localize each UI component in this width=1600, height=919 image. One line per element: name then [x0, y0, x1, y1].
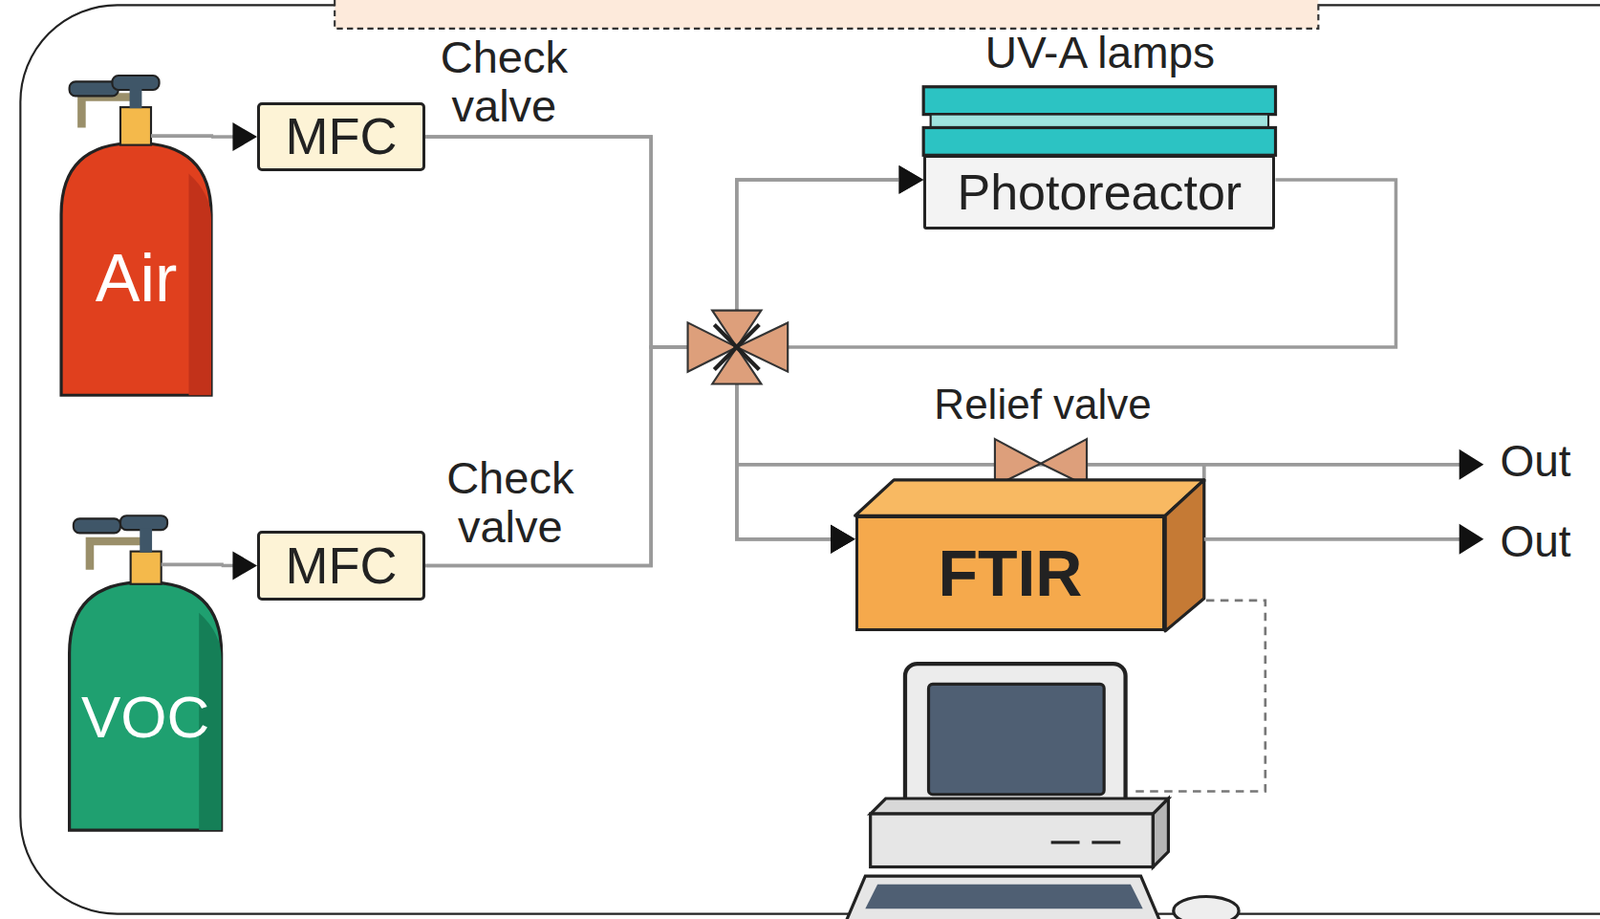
mfc-box: MFC [257, 530, 426, 601]
relief-line-part [1459, 449, 1485, 480]
ftir-box: FTIR [855, 515, 1167, 631]
air-cylinder [61, 75, 214, 395]
arrow-head [899, 165, 925, 195]
part-label: Check valve [414, 32, 594, 131]
computer-part [1051, 840, 1081, 844]
air-cylinder-part [81, 96, 136, 128]
ftir-outlet [1204, 523, 1485, 555]
arrow-head [830, 524, 856, 554]
arrow-head [899, 165, 925, 195]
uv-lamps-part [930, 114, 1269, 129]
pipe-connector [736, 179, 1397, 554]
voc-cylinder-part [69, 582, 222, 830]
uv-lamps-part [923, 86, 1276, 115]
title-box [334, 0, 1319, 29]
computer-part [870, 798, 1169, 814]
computer [844, 663, 1239, 919]
pipe-line [425, 136, 904, 347]
computer-part [1152, 798, 1168, 867]
node-label: MFC [285, 108, 398, 165]
computer-part [905, 663, 1126, 814]
pipe-connector [221, 550, 258, 580]
computer-part [1173, 896, 1239, 919]
air-cylinder-part [120, 107, 152, 146]
node-label: MFC [285, 537, 398, 594]
pipe-connector [425, 136, 924, 347]
part-label: Check valve [420, 453, 600, 552]
computer-part [864, 884, 1143, 909]
arrow-head [232, 550, 258, 580]
uv-lamps [923, 86, 1276, 156]
outer-frame [20, 4, 1600, 913]
part-label: UV-A lamps [985, 28, 1215, 78]
air-cylinder-part [151, 133, 214, 138]
voc-cylinder-part [120, 515, 168, 530]
node-label: Photoreactor [956, 165, 1242, 220]
relief-line [736, 449, 1484, 482]
voc-cylinder-part [130, 551, 162, 584]
pipe-line [736, 179, 1397, 540]
gas-cylinder: VOC [69, 582, 222, 830]
voc-cylinder-part [89, 540, 147, 570]
ftir-faces-part [855, 479, 1205, 516]
uv-lamps-part [923, 127, 1276, 155]
four-way-valve-part [713, 324, 759, 370]
arrow-head [830, 524, 856, 554]
computer-part [929, 683, 1105, 794]
part-label: Out [1499, 436, 1571, 486]
air-cylinder-part [129, 87, 143, 109]
photoreactor-box: Photoreactor [923, 154, 1276, 230]
voc-cylinder [69, 515, 224, 830]
pipe-connector [211, 122, 258, 152]
node-label: Air [95, 241, 178, 316]
ftir-faces-part [1165, 479, 1205, 631]
arrow-head [232, 122, 258, 152]
node-label: FTIR [937, 537, 1082, 609]
air-cylinder-part [69, 81, 119, 96]
mfc-box: MFC [257, 102, 426, 173]
ftir-faces [855, 479, 1205, 631]
four-way-valve-part [713, 324, 759, 370]
part-label: Relief valve [933, 381, 1151, 428]
air-cylinder-part [111, 75, 159, 90]
voc-cylinder-part [73, 518, 121, 533]
part-label: Out [1499, 517, 1571, 566]
ftir-outlet-part [1459, 523, 1485, 555]
computer-part [1091, 840, 1121, 844]
gas-cylinder: Air [61, 142, 212, 395]
voc-cylinder-part [139, 527, 152, 553]
four-way-valve [688, 310, 789, 385]
computer-part [844, 875, 1162, 919]
ftir-outlet-part [1204, 537, 1462, 541]
relief-line-part [736, 462, 1462, 467]
air-cylinder-part [61, 142, 212, 395]
arrow-head [830, 524, 856, 554]
voc-cylinder-part [161, 562, 224, 567]
computer-part [870, 813, 1154, 867]
air-cylinder-part [189, 173, 212, 396]
node-label: VOC [81, 684, 210, 750]
